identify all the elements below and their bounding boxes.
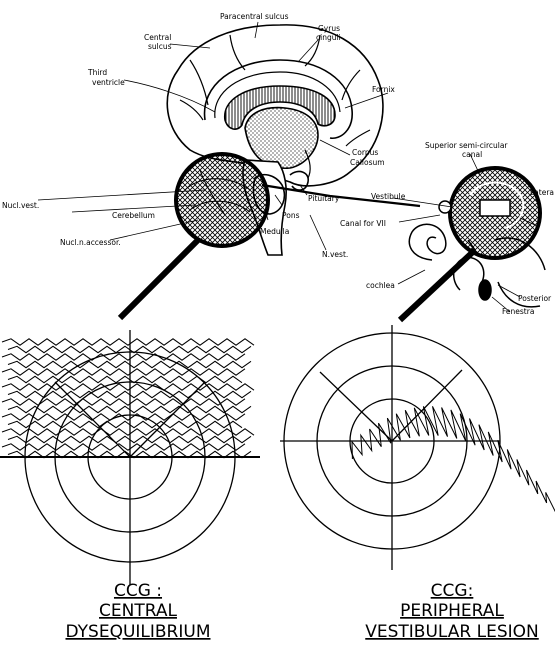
label-canal-for-vii: Canal for VII	[340, 219, 386, 228]
ccg-central-sway-band	[2, 414, 245, 420]
ccg-central-sway-band	[2, 444, 245, 450]
label-third-ventricle-2: ventricle	[92, 78, 125, 87]
label-posterior: Posterior	[518, 294, 552, 303]
caption-peripheral-line2: PERIPHERAL	[400, 601, 504, 621]
ccg-central-sway-band	[2, 354, 245, 360]
label-corpus-callosum-2: Callosum	[350, 158, 385, 167]
ccg-peripheral-plot	[280, 325, 555, 570]
label-pons: Pons	[282, 211, 300, 220]
caption-peripheral-line3: VESTIBULAR LESION	[365, 622, 539, 642]
caption-central-line1: CCG :	[114, 581, 162, 601]
label-third-ventricle: Third	[87, 68, 107, 77]
label-vestibule: Vestibule	[371, 192, 406, 201]
label-pituitary: Pituitary	[308, 194, 340, 203]
ccg-central-sway-band	[2, 369, 245, 375]
label-superior-canal-2: canal	[462, 150, 482, 159]
label-cerebellum: Cerebellum	[112, 211, 155, 220]
pituitary-shape	[290, 171, 308, 190]
label-nucl-n-accessor: Nucl.n.accessor.	[60, 238, 121, 247]
label-central-sulcus-2: sulcus	[148, 42, 172, 51]
caption-central: CCG : CENTRAL DYSEQUILIBRIUM	[66, 581, 211, 642]
label-nucl-vest: Nucl.vest.	[2, 201, 39, 210]
ccg-central-sway-band	[2, 339, 254, 345]
label-fenestra: Fenestra	[502, 307, 534, 316]
ccg-central-sway-band	[2, 429, 254, 435]
right-magnifier-handle	[400, 250, 475, 320]
label-lateral: Latera	[530, 188, 554, 197]
caption-central-line2: CENTRAL	[99, 601, 177, 621]
cochlea	[409, 224, 445, 260]
ccg-central-sway-band	[8, 421, 242, 427]
caption-peripheral: CCG: PERIPHERAL VESTIBULAR LESION	[365, 581, 539, 642]
label-n-vest: N.vest.	[322, 250, 348, 259]
thalamus	[245, 108, 318, 169]
label-central-sulcus: Central	[144, 33, 171, 42]
label-corpus-callosum: Corpus	[352, 148, 378, 157]
label-gyrus-cinguli-2: cinguli	[316, 33, 341, 42]
ccg-central-sway-band	[2, 399, 245, 405]
ccg-central-trace	[2, 339, 254, 458]
caption-peripheral-line1: CCG:	[431, 581, 474, 601]
label-fornix: Fornix	[372, 85, 395, 94]
label-superior-canal: Superior semi-circular	[425, 141, 508, 150]
caption-central-line3: DYSEQUILIBRIUM	[66, 622, 211, 642]
label-medulla: Medulla	[260, 227, 289, 236]
ccg-central-sway-band	[2, 384, 254, 390]
label-paracentral-sulcus: Paracentral sulcus	[220, 12, 289, 21]
label-cochlea: cochlea	[366, 281, 395, 290]
left-magnifier-handle	[120, 240, 198, 318]
cerebellum-magnifier	[176, 154, 268, 246]
ccg-central-plot	[0, 330, 260, 585]
ccg-peripheral-trace	[352, 406, 555, 512]
fenestra-shape	[479, 280, 491, 300]
inner-ear-illustration	[409, 168, 545, 307]
label-gyrus-cinguli: Gyrus	[318, 24, 340, 33]
